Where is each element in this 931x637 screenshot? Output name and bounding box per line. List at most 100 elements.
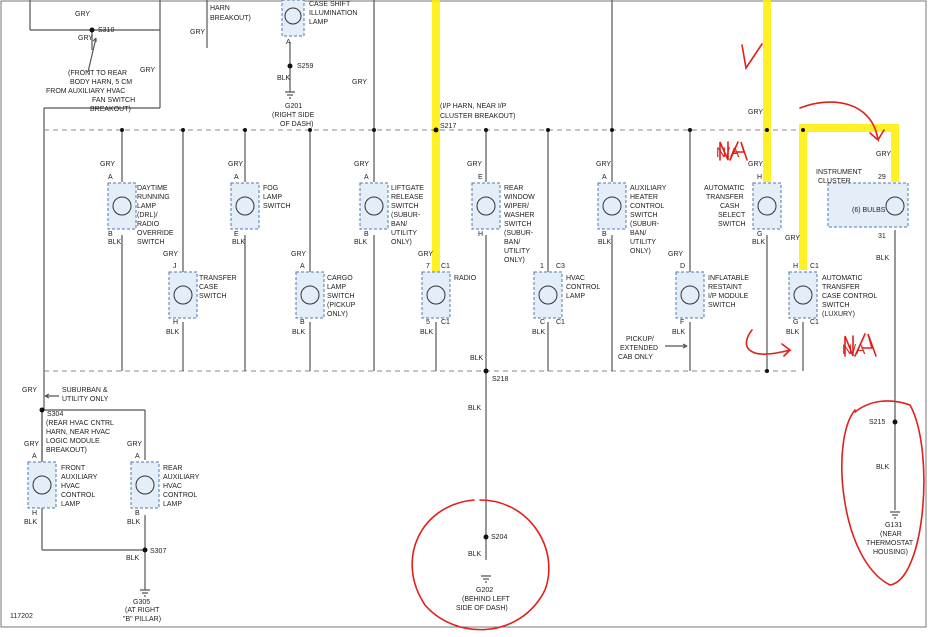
label-text: AUXILIARY	[630, 185, 667, 192]
pin-label: A	[32, 453, 37, 460]
label-text: LAMP	[137, 203, 156, 210]
liftgate-label: LIFTGATERELEASESWITCH(SUBUR-BAN/UTILITYO…	[391, 185, 424, 246]
inflatable-switch-symbol	[675, 271, 705, 319]
wire-label: GRY	[596, 161, 611, 168]
note-text: THERMOSTAT	[866, 540, 914, 547]
label-text: OVERRIDE	[137, 230, 174, 237]
note-text: HOUSING)	[873, 549, 908, 556]
label-text: ONLY)	[327, 311, 348, 318]
label-text: REAR	[163, 465, 182, 472]
label-text: CONTROL	[61, 492, 95, 499]
label-text: RELEASE	[391, 194, 424, 201]
pin-label: 5	[426, 319, 430, 326]
wire-label: BLK	[232, 239, 246, 246]
pin-label: 29	[878, 174, 886, 181]
pin-label: C1	[810, 263, 819, 270]
component-symbols	[27, 0, 909, 509]
pin-label: B	[300, 319, 305, 326]
label-text: BAN/	[630, 230, 646, 237]
transfer-case-switch-symbol	[168, 271, 198, 319]
label-text: TRANSFER	[706, 194, 744, 201]
wire-label: BLK	[468, 551, 482, 558]
wire-label: GRY	[100, 161, 115, 168]
label-text: RESTAINT	[708, 284, 743, 291]
auto-control-switch-symbol	[788, 271, 818, 319]
wire-label: BLK	[354, 239, 368, 246]
label-text: LAMP	[163, 501, 182, 508]
splice-dots	[39, 27, 898, 553]
label-text: UTILITY	[391, 230, 417, 237]
label-text: LAMP	[309, 19, 328, 26]
wire-label: BLK	[126, 555, 140, 562]
pin-label: H	[757, 174, 762, 181]
label-text: CONTROL	[630, 203, 664, 210]
label-text: HVAC	[163, 483, 182, 490]
label-text: AUTOMATIC	[822, 275, 863, 282]
label-text: AUTOMATIC	[704, 185, 745, 192]
label-text: AUXILIARY	[163, 474, 200, 481]
wire-label: BLK	[166, 329, 180, 336]
pin-label: C1	[810, 319, 819, 326]
wire-label: GRY	[467, 161, 482, 168]
pin-label: C1	[441, 263, 450, 270]
red-annotations: N/A N/A	[411, 43, 925, 631]
wire-label: GRY	[75, 11, 90, 18]
pin-label: B	[364, 231, 369, 238]
pin-label: B	[602, 231, 607, 238]
drl-label: DAYTIMERUNNINGLAMP(DRL)/RADIOOVERRIDESWI…	[137, 185, 174, 246]
label-text: LAMP	[263, 194, 282, 201]
hvac-control-lamp-symbol	[533, 271, 563, 319]
splice-label: S204	[491, 534, 507, 541]
pin-label: B	[135, 510, 140, 517]
red-na-text-1	[719, 141, 748, 161]
label-text: CONTROL	[163, 492, 197, 499]
pin-label: 31	[878, 233, 886, 240]
pin-label: F	[680, 319, 684, 326]
splice-labels: S310 S259 S217 S218 S304 S307 S204 S215 …	[47, 27, 902, 606]
label-text: HVAC	[566, 275, 585, 282]
note-text: (RIGHT SIDE	[272, 112, 315, 119]
label-text: CASE	[199, 284, 218, 291]
note-text: HARN	[210, 5, 230, 12]
pin-label: 7	[426, 263, 430, 270]
label-text: FRONT	[61, 465, 86, 472]
wire-label: BLK	[127, 519, 141, 526]
wire-label: BLK	[752, 239, 766, 246]
pin-label: E	[478, 174, 483, 181]
label-text: (SUBUR-	[391, 212, 421, 219]
label-text: SWITCH	[630, 212, 658, 219]
note-text: PICKUP/	[626, 336, 654, 343]
splice-label: S259	[297, 63, 313, 70]
label-text: AUXILIARY	[61, 474, 98, 481]
wire-label: GRY	[24, 441, 39, 448]
wire-label: GRY	[748, 109, 763, 116]
note-text: SUBURBAN &	[62, 387, 108, 394]
pin-label: A	[135, 453, 140, 460]
pin-label: C1	[556, 319, 565, 326]
top-wires	[29, 0, 613, 410]
splice-label: S304	[47, 411, 63, 418]
label-text: DAYTIME	[137, 185, 168, 192]
wire-label: GRY	[352, 79, 367, 86]
note-text: CAB ONLY	[618, 354, 653, 361]
pin-label: B	[108, 231, 113, 238]
label-text: TRANSFER	[199, 275, 237, 282]
wire-label: GRY	[127, 441, 142, 448]
wire-label: GRY	[785, 235, 800, 242]
label-text: (LUXURY)	[822, 311, 855, 318]
ground-label: G201	[285, 103, 302, 110]
pin-label: A	[286, 39, 291, 46]
label-text: SWITCH	[504, 221, 532, 228]
label-text: BAN/	[504, 239, 520, 246]
wire-label: GRY	[78, 35, 93, 42]
pin-label: D	[680, 263, 685, 270]
label-text: SWITCH	[708, 302, 736, 309]
cargo-lamp-switch-symbol	[295, 271, 325, 319]
label-text: WASHER	[504, 212, 534, 219]
pointer-arrows	[44, 37, 688, 399]
